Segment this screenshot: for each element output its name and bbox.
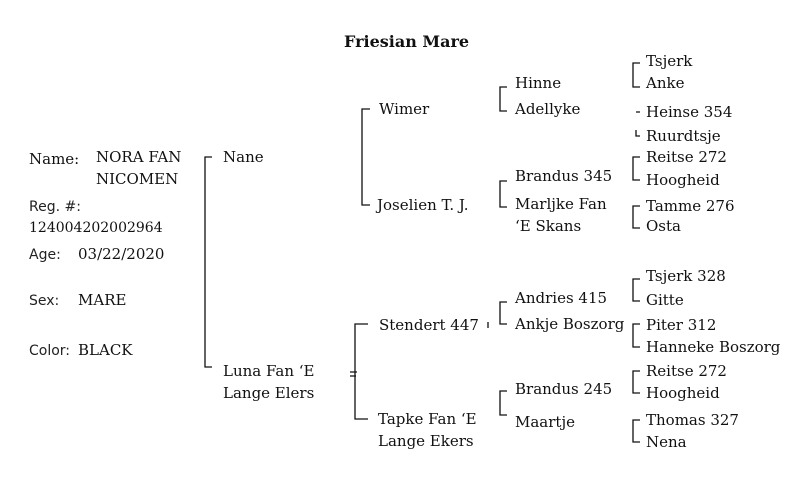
- sire-sire-name: Wimer: [379, 100, 430, 118]
- reg-label: Reg. #:: [29, 199, 81, 215]
- bracket-gen2-sire: [361, 108, 370, 206]
- dam-dam-name-line2: Lange Ekers: [378, 432, 474, 450]
- gen4-2: Anke: [646, 74, 685, 92]
- gen4-4: Ruurdtsje: [646, 127, 721, 145]
- reg-value: 124004202002964: [29, 220, 163, 236]
- bracket-gen4-h: [632, 419, 640, 443]
- bracket-gen4-f: [632, 323, 640, 348]
- gen4-15: Thomas 327: [646, 411, 739, 429]
- gen3-sdd-line2: ‘E Skans: [515, 217, 582, 235]
- sire-dam-name: Joselien T. J.: [377, 196, 469, 214]
- gen4-16: Nena: [646, 433, 687, 451]
- name-value-line1: NORA FAN: [96, 148, 182, 166]
- gen4-9: Tsjerk 328: [646, 267, 726, 285]
- gen4-7: Tamme 276: [646, 197, 735, 215]
- dam-sire-name: Stendert 447: [379, 316, 479, 334]
- bracket-gen3-c: [499, 301, 507, 325]
- bracket-gen1: [204, 156, 212, 368]
- tick-mark: [350, 371, 357, 377]
- sire-name: Nane: [223, 148, 264, 166]
- name-label: Name:: [29, 150, 80, 168]
- gen3-ssd: Adellyke: [515, 100, 581, 118]
- gen3-sdd-line1: Marljke Fan: [515, 195, 607, 213]
- gen4-3: Heinse 354: [646, 103, 733, 121]
- gen4-12: Hanneke Boszorg: [646, 338, 781, 356]
- gen3-ddd: Maartje: [515, 413, 575, 431]
- bracket-gen4-a: [632, 62, 640, 88]
- gen4-13: Reitse 272: [646, 362, 727, 380]
- sex-value: MARE: [78, 291, 127, 309]
- color-label: Color:: [29, 343, 71, 359]
- gen3-sss: Hinne: [515, 74, 562, 92]
- gen3-sds: Brandus 345: [515, 167, 613, 185]
- gen4-1: Tsjerk: [646, 52, 693, 70]
- gen4-6: Hoogheid: [646, 171, 720, 189]
- gen4-10: Gitte: [646, 291, 684, 309]
- bracket-gen4-g: [632, 370, 640, 394]
- bracket-gen3-a: [499, 86, 507, 112]
- bracket-gen4-b: [635, 111, 640, 137]
- gen4-8: Osta: [646, 217, 681, 235]
- gen3-dsd: Ankje Boszorg: [515, 315, 625, 333]
- bracket-gen3-b: [499, 180, 507, 208]
- age-label: Age:: [29, 247, 61, 263]
- gen4-11: Piter 312: [646, 316, 717, 334]
- page-title: Friesian Mare: [344, 32, 470, 51]
- dam-dam-name-line1: Tapke Fan ‘E: [378, 410, 477, 428]
- bracket-gen3-d: [499, 390, 507, 416]
- bracket-gen4-e: [632, 278, 640, 302]
- dam-name-line2: Lange Elers: [223, 384, 315, 402]
- bracket-gen4-c: [632, 156, 640, 181]
- gen4-14: Hoogheid: [646, 384, 720, 402]
- sex-label: Sex:: [29, 293, 60, 309]
- color-value: BLACK: [78, 341, 133, 359]
- gen4-5: Reitse 272: [646, 148, 727, 166]
- gen3-dss: Andries 415: [515, 289, 608, 307]
- gen3-dds: Brandus 245: [515, 380, 613, 398]
- bracket-gen4-d: [632, 205, 640, 229]
- name-value-line2: NICOMEN: [96, 170, 179, 188]
- age-value: 03/22/2020: [78, 245, 165, 263]
- dam-name-line1: Luna Fan ‘E: [223, 362, 315, 380]
